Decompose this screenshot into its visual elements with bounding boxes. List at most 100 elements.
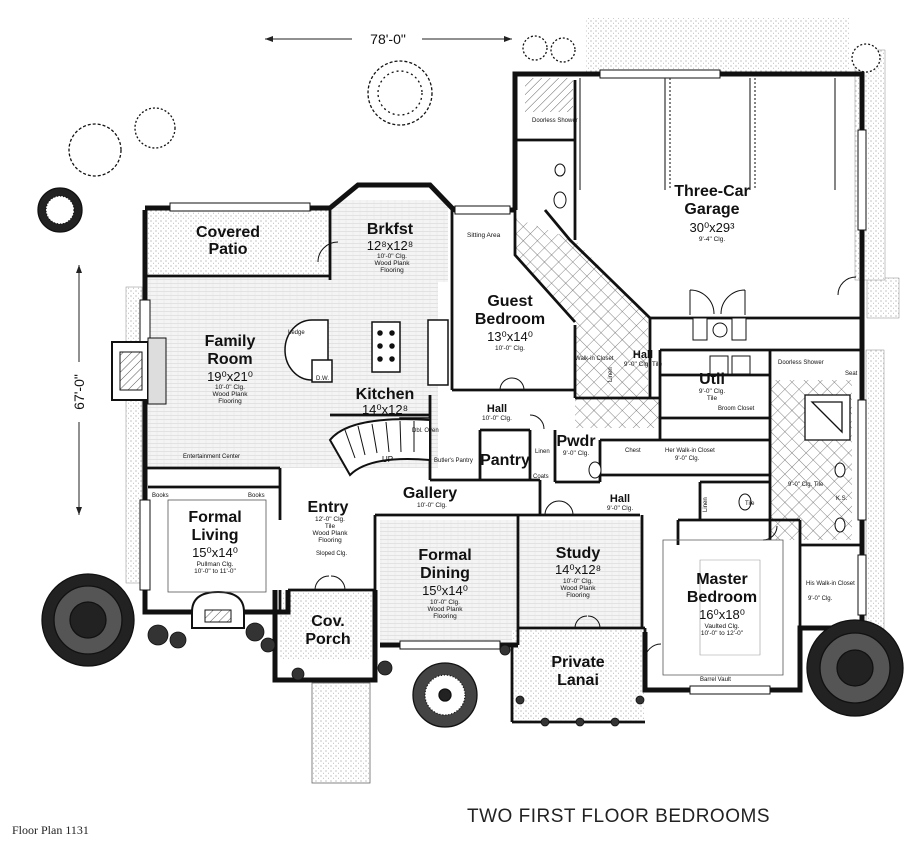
util-note-2: Tile <box>707 395 718 402</box>
dishwasher-label: D.W. <box>316 376 329 382</box>
stair-up-label: UP <box>382 455 393 464</box>
living-size: 15⁰x14⁰ <box>192 545 238 560</box>
garage-stoop <box>866 277 900 319</box>
tub-icon <box>804 394 851 441</box>
hall-upper-note: 10'-0" Clg. <box>482 415 512 422</box>
garage-size: 30⁰x29³ <box>690 220 736 235</box>
hall-right-label: Hall <box>633 349 653 361</box>
garage-door-lines <box>579 78 836 190</box>
driveway-area <box>586 18 850 74</box>
room-label-pwdr: Pwdr 9'-0" Clg. <box>556 433 595 457</box>
pantry-name: Pantry <box>480 452 530 469</box>
his-closet-note: 9'-0" Clg. <box>808 596 833 602</box>
room-label-kitchen: Kitchen 14⁰x12⁸ <box>356 386 415 417</box>
fireplace-icon <box>111 337 167 405</box>
family-name-1: Family <box>205 333 256 350</box>
pwdr-name: Pwdr <box>556 433 595 450</box>
lanai-floor <box>512 630 644 722</box>
hall-tile-floor <box>515 218 648 398</box>
living-ceiling-outline <box>167 499 267 593</box>
guest-name-2: Bedroom <box>475 311 545 328</box>
front-walk <box>311 682 371 784</box>
dining-floor <box>380 520 518 642</box>
porch-name-1: Cov. <box>311 613 344 630</box>
sloped-ceiling-label: Sloped Clg. <box>316 551 347 557</box>
brkfst-note-3: Flooring <box>380 267 404 274</box>
master-shower-label: Doorless Shower <box>778 360 824 366</box>
utility-appliances <box>692 317 751 375</box>
garage-name-1: Three-Car <box>674 183 750 200</box>
walkin-closet-label: Walk-in Closet <box>575 356 614 362</box>
room-label-formal-living: Formal Living 15⁰x14⁰ Pullman Clg. 10'-0… <box>188 509 241 575</box>
family-size: 19⁰x21⁰ <box>207 369 253 384</box>
sitting-area-label: Sitting Area <box>467 232 501 239</box>
util-note-1: 9'-0" Clg. <box>699 388 726 395</box>
his-closet-label: His Walk-in Closet <box>806 581 855 587</box>
dining-name-1: Formal <box>418 547 471 564</box>
toilet-icon <box>553 163 846 533</box>
knee-space-label: K.S. <box>836 496 848 502</box>
linen-label-pwdr: Linen <box>535 449 550 455</box>
hall-right-note: 9'-0" Clg. Tile <box>624 361 663 368</box>
planter-right <box>865 349 885 641</box>
master-size: 16⁰x18⁰ <box>699 607 745 622</box>
broom-closet-label: Broom Closet <box>718 406 755 412</box>
master-note-1: Vaulted Clg. <box>705 623 740 630</box>
brkfst-floor <box>330 200 448 282</box>
books-label-left: Books <box>152 493 169 499</box>
staircase-icon <box>328 418 431 477</box>
chest-label: Chest <box>625 448 641 454</box>
study-note-2: Wood Plank <box>561 585 597 592</box>
entry-note-3: Wood Plank <box>313 530 349 537</box>
ledge-label: Ledge <box>288 330 305 336</box>
books-label-right: Books <box>248 493 265 499</box>
master-ceiling-outline <box>662 539 784 676</box>
room-label-entry: Entry 12'-0" Clg. Tile Wood Plank Floori… <box>308 499 349 544</box>
dining-note-1: 10'-0" Clg. <box>430 599 460 606</box>
bay-window <box>191 590 245 629</box>
brkfst-size: 12⁸x12⁸ <box>367 238 413 253</box>
study-note-3: Flooring <box>566 592 590 599</box>
her-closet-label: Her Walk-in Closet <box>665 448 715 454</box>
master-vault-inner <box>699 559 761 656</box>
living-name-1: Formal <box>188 509 241 526</box>
room-label-gallery: Gallery 10'-0" Clg. <box>403 485 457 509</box>
hall-tile-floor-2 <box>575 398 660 428</box>
room-label-garage: Three-Car Garage 30⁰x29³ 9'-4" Clg. <box>674 183 750 243</box>
study-name: Study <box>556 545 601 562</box>
patio-floor <box>148 210 328 276</box>
patio-name-1: Covered <box>196 224 260 241</box>
plan-caption: Floor Plan 1131 <box>12 823 89 837</box>
room-label-family: Family Room 19⁰x21⁰ 10'-0" Clg. Wood Pla… <box>205 333 256 405</box>
depth-dimension: 67'-0" <box>70 265 88 515</box>
dining-note-3: Flooring <box>433 613 457 620</box>
room-label-formal-dining: Formal Dining 15⁰x14⁰ 10'-0" Clg. Wood P… <box>418 547 471 620</box>
width-dimension: 78'-0" <box>265 30 512 48</box>
room-label-patio: Covered Patio <box>196 224 260 258</box>
room-label-guest: Guest Bedroom 13⁰x14⁰ 10'-0" Clg. <box>475 293 545 352</box>
entry-note-1: 12'-0" Clg. <box>315 516 345 523</box>
garage-note: 9'-4" Clg. <box>699 236 726 243</box>
linen-label-master: Linen <box>703 497 709 512</box>
family-name-2: Room <box>207 351 252 368</box>
brkfst-name: Brkfst <box>367 221 414 238</box>
lanai-name-2: Lanai <box>557 672 599 689</box>
room-label-brkfst: Brkfst 12⁸x12⁸ 10'-0" Clg. Wood Plank Fl… <box>367 221 414 274</box>
study-note-1: 10'-0" Clg. <box>563 578 593 585</box>
coats-label: Coats <box>533 474 549 480</box>
windows <box>139 69 867 695</box>
brkfst-note-2: Wood Plank <box>375 260 411 267</box>
master-note-2: 10'-0" to 12'-0" <box>701 630 744 637</box>
tile-label: Tile <box>745 501 755 507</box>
util-name: Util <box>699 371 725 388</box>
guest-shower-floor <box>525 78 573 112</box>
hall-lower-note: 9'-0" Clg. <box>607 505 634 512</box>
entry-note-4: Flooring <box>318 537 342 544</box>
garage-name-2: Garage <box>684 201 739 218</box>
guest-size: 13⁰x14⁰ <box>487 329 533 344</box>
family-note-3: Flooring <box>218 398 242 405</box>
family-note-2: Wood Plank <box>213 391 249 398</box>
depth-label: 67'-0" <box>71 374 87 410</box>
width-label: 78'-0" <box>370 31 406 47</box>
